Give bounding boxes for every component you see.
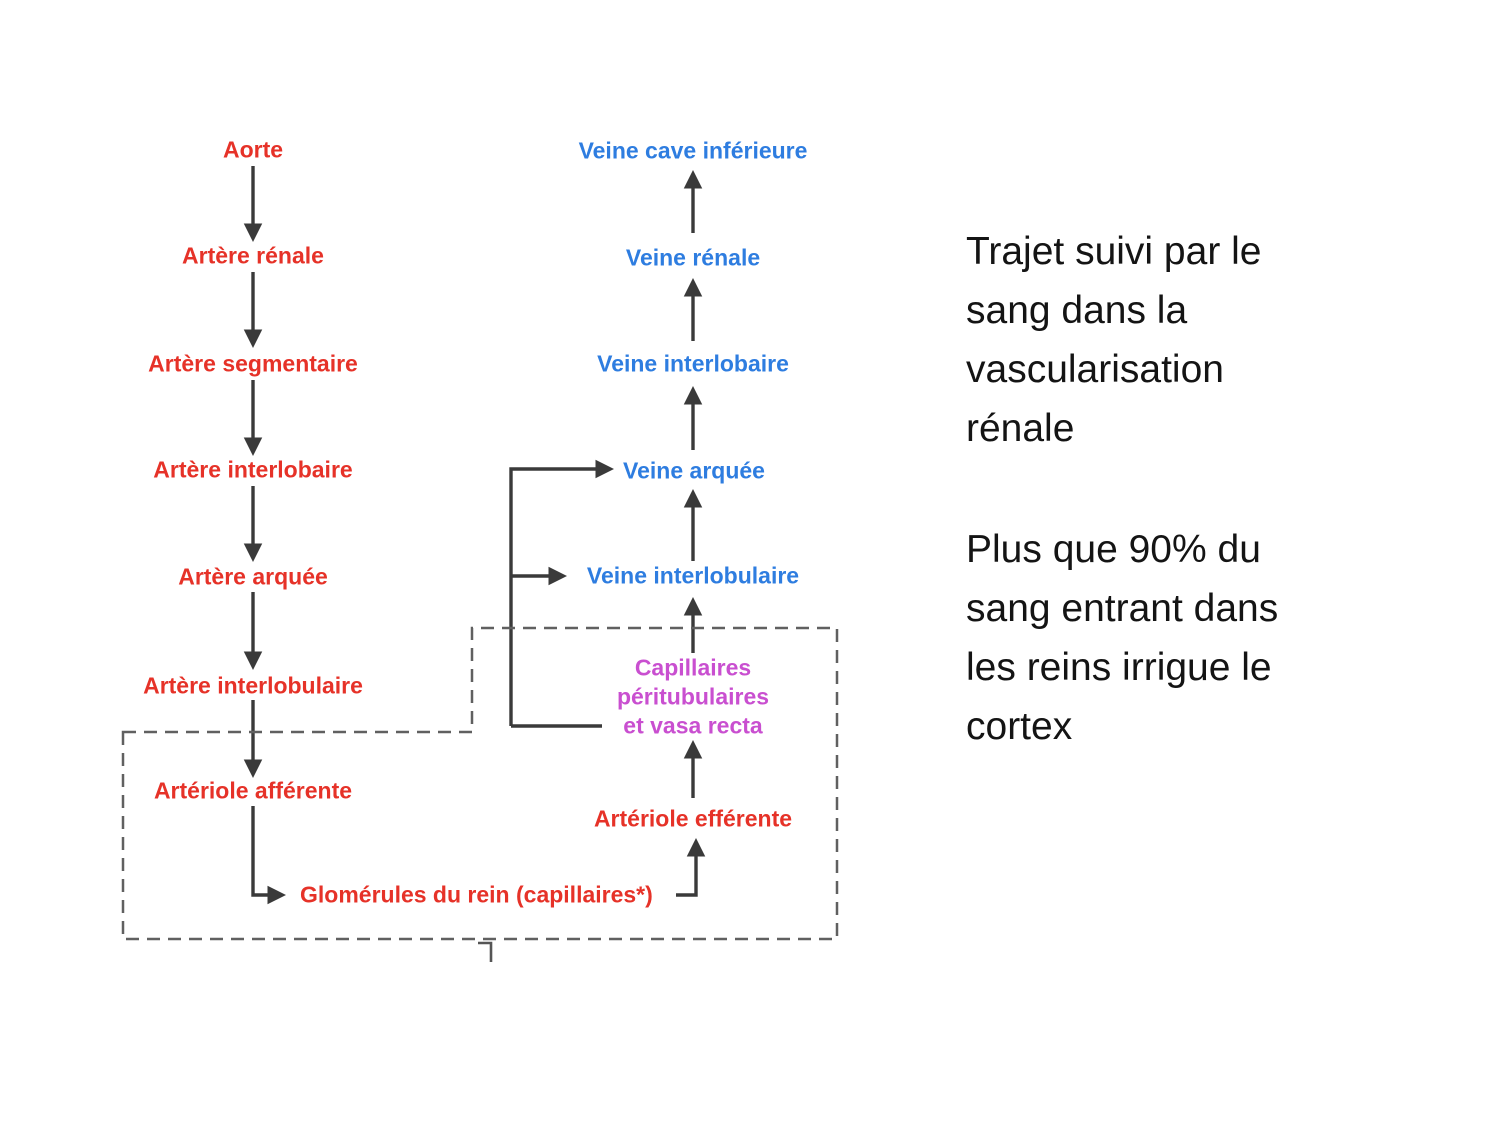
node-arteriole-afferente: Artériole afférente (153, 777, 353, 804)
capillaires-line-2: péritubulaires (616, 683, 770, 710)
node-aorte: Aorte (222, 136, 284, 163)
side-commentary: Trajet suivi par le sang dans la vascula… (966, 222, 1386, 756)
p1-line2: sang dans la (966, 289, 1188, 332)
arrow-bracket-to-veine-arquee (509, 459, 615, 726)
p2-line2: sang entrant dans (966, 587, 1279, 630)
p2-line4: cortex (966, 705, 1073, 748)
commentary-paragraph-2: Plus que 90% du sang entrant dans les re… (966, 520, 1386, 756)
node-artere-segmentaire: Artère segmentaire (148, 350, 358, 377)
node-arteriole-efferente: Artériole efférente (593, 805, 793, 832)
boundary-leader-tick (478, 941, 493, 962)
node-artere-renale: Artère rénale (182, 242, 324, 269)
p1-line3: vascularisation (966, 348, 1224, 391)
p1-line4: rénale (966, 407, 1075, 450)
commentary-paragraph-1: Trajet suivi par le sang dans la vascula… (966, 222, 1386, 458)
node-glomerules: Glomérules du rein (capillaires*) (300, 881, 653, 908)
capillaires-line-3: et vasa recta (623, 712, 763, 739)
node-capillaires-peritubulaires: Capillaires péritubulaires et vasa recta (617, 654, 769, 741)
node-veine-renale: Veine rénale (625, 244, 761, 271)
kidney-dashed-boundary (121, 626, 839, 941)
node-artere-interlobulaire: Artère interlobulaire (143, 672, 363, 699)
node-veine-arquee: Veine arquée (623, 457, 765, 484)
p1-line1: Trajet suivi par le (966, 230, 1262, 273)
capillaires-line-1: Capillaires (634, 654, 752, 681)
node-veine-interlobulaire: Veine interlobulaire (586, 562, 800, 589)
node-artere-arquee: Artère arquée (178, 563, 328, 590)
capillary-return-bracket (509, 459, 615, 728)
node-veine-cave-inferieure: Veine cave inférieure (578, 137, 808, 164)
arrow-afferente-to-glomerules (251, 806, 287, 905)
p2-line1: Plus que 90% du (966, 528, 1261, 571)
node-artere-interlobaire: Artère interlobaire (153, 456, 353, 483)
arrow-glomerules-to-efferente (676, 837, 706, 897)
node-veine-interlobaire: Veine interlobaire (597, 350, 789, 377)
p2-line3: les reins irrigue le (966, 646, 1272, 689)
venous-flow-arrows (676, 169, 706, 897)
